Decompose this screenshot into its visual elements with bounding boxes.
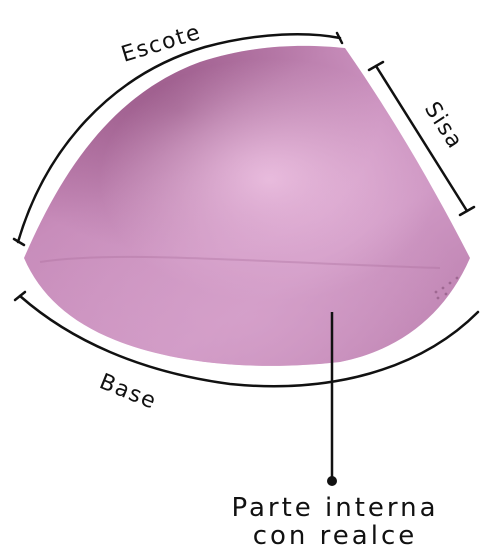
pointer-dot: [327, 476, 337, 486]
caption-line-2: con realce: [200, 522, 470, 550]
interior-caption: Parte interna con realce: [200, 494, 470, 550]
caption-line-1: Parte interna: [200, 494, 470, 522]
bra-cup-shape: [24, 46, 470, 366]
base-label: Base: [96, 369, 161, 414]
neckline-label: Escote: [118, 20, 204, 68]
